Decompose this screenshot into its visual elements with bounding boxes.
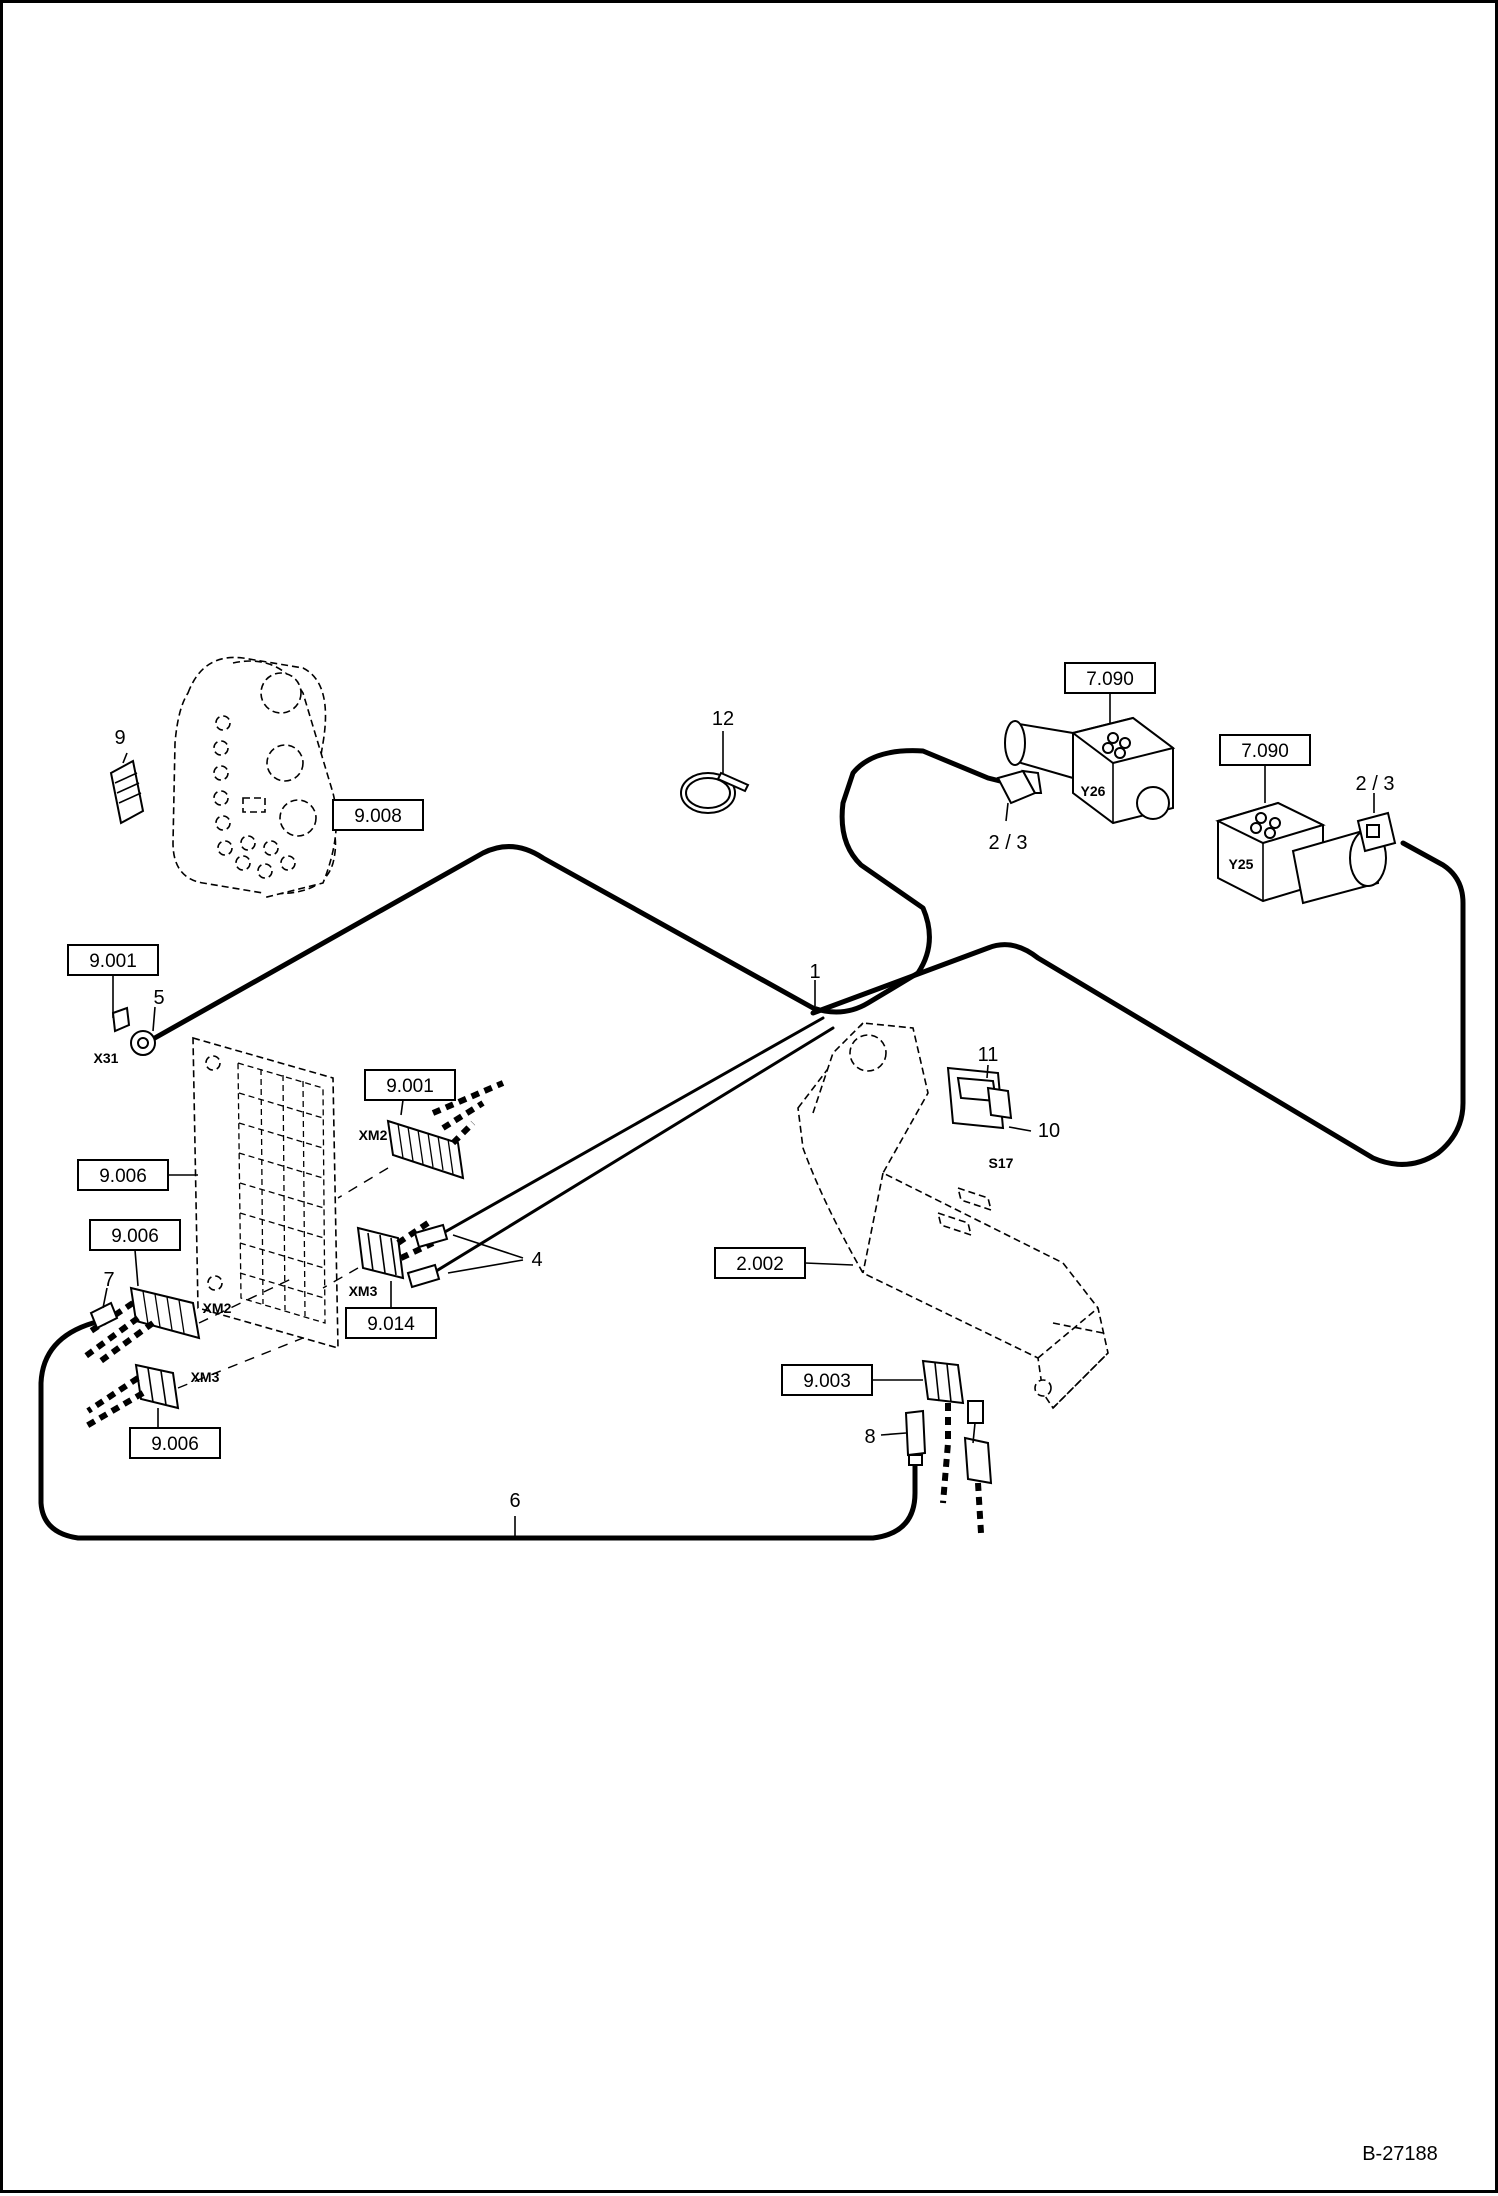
label-s17: S17	[989, 1155, 1014, 1171]
plug-8	[904, 1409, 927, 1466]
cable-tie-12	[680, 771, 750, 814]
ref-9006-bottom: 9.006	[151, 1434, 199, 1455]
item-11: 11	[978, 1044, 999, 1066]
wire-harness-1	[150, 748, 1011, 1042]
label-xm3-lower: XM3	[191, 1369, 220, 1385]
ref-7090-b: 7.090	[1241, 741, 1289, 762]
valve-y25	[1215, 801, 1387, 905]
wiring-diagram: 9.008 9 12 9.001 X31 5	[38, 656, 1466, 2165]
terminal-x31	[111, 1006, 131, 1033]
ref-box-7090-a	[1064, 662, 1156, 694]
drawing-code: B-27188	[1362, 2143, 1438, 2165]
item-8: 8	[864, 1426, 875, 1448]
item-10: 10	[1038, 1120, 1060, 1142]
label-xm3-upper: XM3	[349, 1283, 378, 1299]
ref-9008: 9.008	[354, 806, 402, 827]
ref-box-9008	[332, 799, 424, 831]
instrument-panel	[172, 656, 338, 899]
wire-harness-2	[810, 840, 1466, 1167]
ref-box-9006-bottom	[129, 1427, 221, 1459]
ref-box-9003	[781, 1364, 873, 1396]
ref-9014: 9.014	[367, 1314, 415, 1335]
item-2-3-a: 2 / 3	[989, 832, 1028, 854]
item-12: 12	[712, 708, 734, 730]
ref-9001-top: 9.001	[89, 951, 137, 972]
ref-box-2002	[714, 1247, 806, 1279]
connector-xm2-lower	[129, 1286, 201, 1340]
ref-box-9001-top	[67, 944, 159, 976]
plug-y25	[1356, 811, 1397, 853]
connector-xm3-lower	[134, 1363, 180, 1410]
connector-xm2-upper	[386, 1119, 465, 1180]
control-console	[797, 1022, 1109, 1410]
ref-box-9006-board	[77, 1159, 169, 1191]
ref-box-9014	[345, 1307, 437, 1339]
connector-strip-9	[109, 759, 145, 825]
relay-board	[192, 1036, 339, 1350]
label-x31: X31	[94, 1050, 119, 1066]
plug-4-b	[406, 1263, 441, 1289]
ref-7090-a: 7.090	[1086, 669, 1134, 690]
ref-9001-mid: 9.001	[386, 1076, 434, 1097]
ref-9006-left: 9.006	[111, 1226, 159, 1247]
ref-9003: 9.003	[803, 1371, 851, 1392]
wire-4-b	[431, 1026, 835, 1275]
ref-9006-board: 9.006	[99, 1166, 147, 1187]
ref-box-9001-mid	[364, 1069, 456, 1101]
item-1: 1	[809, 961, 820, 983]
item-4: 4	[531, 1249, 542, 1271]
item-9: 9	[114, 727, 125, 749]
valve-y26	[1004, 716, 1176, 825]
item-2-3-b: 2 / 3	[1356, 773, 1395, 795]
plug-7	[89, 1301, 119, 1330]
label-xm2-upper: XM2	[359, 1127, 388, 1143]
switch-s17	[946, 1066, 1013, 1130]
label-y25: Y25	[1229, 856, 1254, 872]
ref-box-7090-b	[1219, 734, 1311, 766]
wire-4-a	[441, 1016, 825, 1235]
wire-harness-6	[38, 1320, 918, 1541]
plug-y26	[996, 769, 1043, 805]
connector-xm3-upper	[356, 1226, 405, 1280]
ref-2002: 2.002	[736, 1254, 784, 1275]
connector-9003	[921, 1359, 965, 1405]
item-5: 5	[153, 987, 164, 1009]
item-6: 6	[509, 1490, 520, 1512]
item-7: 7	[103, 1269, 114, 1291]
label-xm2-lower: XM2	[203, 1300, 232, 1316]
plug-4-a	[413, 1223, 449, 1249]
relay-connector	[963, 1400, 993, 1485]
label-y26: Y26	[1081, 783, 1106, 799]
